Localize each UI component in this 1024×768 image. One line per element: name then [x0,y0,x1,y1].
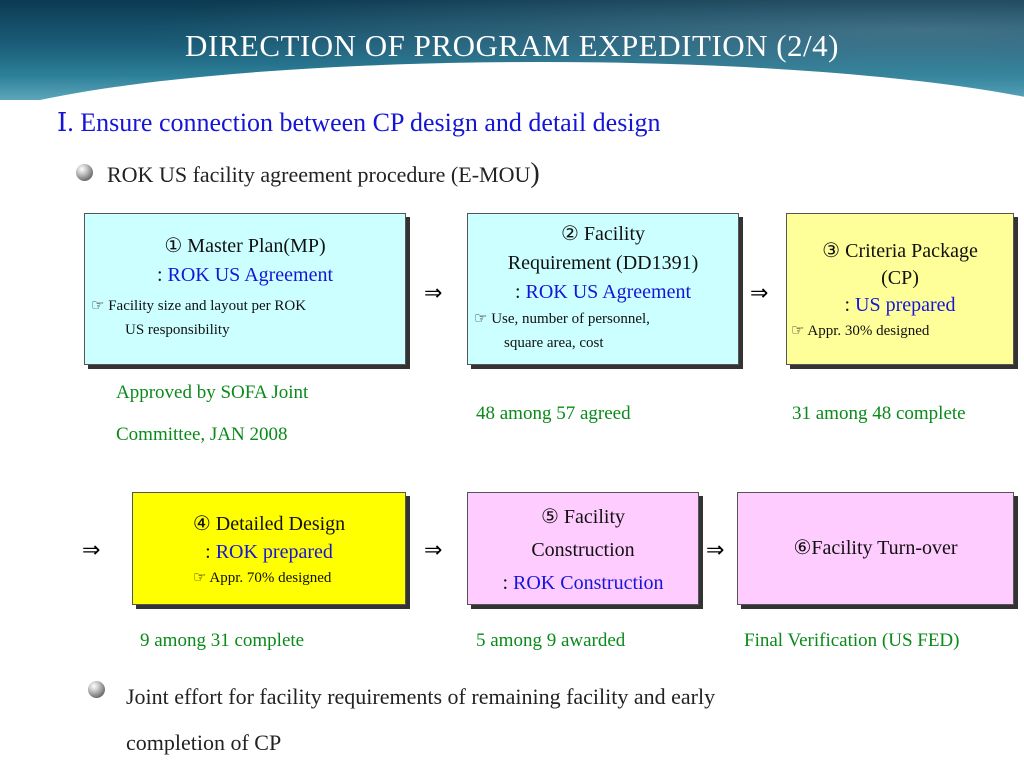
status-line-cont: Committee, JAN 2008 [116,424,288,445]
flow-arrow: ⇒ [82,538,101,563]
step-title-cont: Construction [531,539,635,561]
step-title: ② Facility [560,223,646,245]
step-note: ☞ Appr. 30% designed [791,323,930,339]
colon-separator: : [514,281,526,303]
step-agreement-line: : ROK Construction [468,567,698,600]
step-agreement: ROK Construction [513,572,664,594]
step-agreement: US prepared [855,294,956,316]
step-title: ⑤ Facility [540,506,626,528]
status-complete-design: 9 among 31 complete [140,630,305,651]
bullet-icon [76,164,93,181]
step-agreement-line: : ROK US Agreement [85,261,405,290]
status-awarded: 5 among 9 awarded [476,630,626,651]
status-agreed: 48 among 57 agreed [476,403,631,424]
colon-separator: : [156,264,168,286]
colon-separator: : [205,541,216,563]
step-note-cont: US responsibility [125,322,230,338]
title-banner [0,0,1024,100]
step-agreement-line: : US prepared [787,292,1013,319]
summary-text: Joint effort for facility requirements o… [126,674,986,766]
step-agreement: ROK US Agreement [167,264,334,286]
step-box-facility-turnover: ⑥Facility Turn-over [737,492,1014,605]
step-note: ☞ Facility size and layout per ROK [91,298,307,314]
bullet-icon [88,681,105,698]
colon-separator: : [844,294,856,316]
step-title-cont: (CP) [881,267,919,289]
subheading-text: ROK US facility agreement procedure (E-M… [107,162,531,187]
section-heading: Ⅰ. Ensure connection between CP design a… [57,108,661,137]
step-agreement: ROK prepared [215,541,333,563]
step-box-detailed-design: ④ Detailed Design : ROK prepared ☞ Appr.… [132,492,406,605]
colon-separator: : [502,572,513,594]
summary-line-cont: completion of CP [126,730,282,755]
step-note-cont: square area, cost [504,335,604,351]
status-complete-cp: 31 among 48 complete [792,403,966,424]
step-agreement: ROK US Agreement [525,281,692,303]
step-box-criteria-package: ③ Criteria Package (CP) : US prepared ☞ … [786,213,1014,365]
step-note: ☞ Use, number of personnel, [474,311,650,327]
flow-arrow: ⇒ [750,281,769,306]
summary-line: Joint effort for facility requirements o… [126,684,716,709]
step-title: ④ Detailed Design [192,513,346,535]
step-box-master-plan: ① Master Plan(MP) : ROK US Agreement ☞ F… [84,213,406,365]
step-title: ③ Criteria Package [822,240,978,262]
step-box-facility-construction: ⑤ Facility Construction : ROK Constructi… [467,492,699,605]
flow-arrow: ⇒ [706,538,725,563]
step-title-cont: Requirement (DD1391) [507,252,699,274]
step-title: ① Master Plan(MP) [164,235,326,257]
flow-arrow: ⇒ [424,538,443,563]
status-line: Approved by SOFA Joint [116,382,309,403]
step-note: ☞ Appr. 70% designed [193,570,332,586]
step-agreement-line: : ROK prepared [133,538,405,566]
step-title: ⑥Facility Turn-over [793,537,958,559]
step-agreement-line: : ROK US Agreement [468,278,738,307]
subheading-paren: ) [530,158,540,189]
subheading: ROK US facility agreement procedure (E-M… [107,158,540,190]
status-approved: Approved by SOFA Joint Committee, JAN 20… [116,372,308,456]
status-final-verification: Final Verification (US FED) [744,630,960,651]
flow-arrow: ⇒ [424,281,443,306]
slide-title: DIRECTION OF PROGRAM EXPEDITION (2/4) [185,28,839,63]
step-box-facility-requirement: ② Facility Requirement (DD1391) : ROK US… [467,213,739,365]
